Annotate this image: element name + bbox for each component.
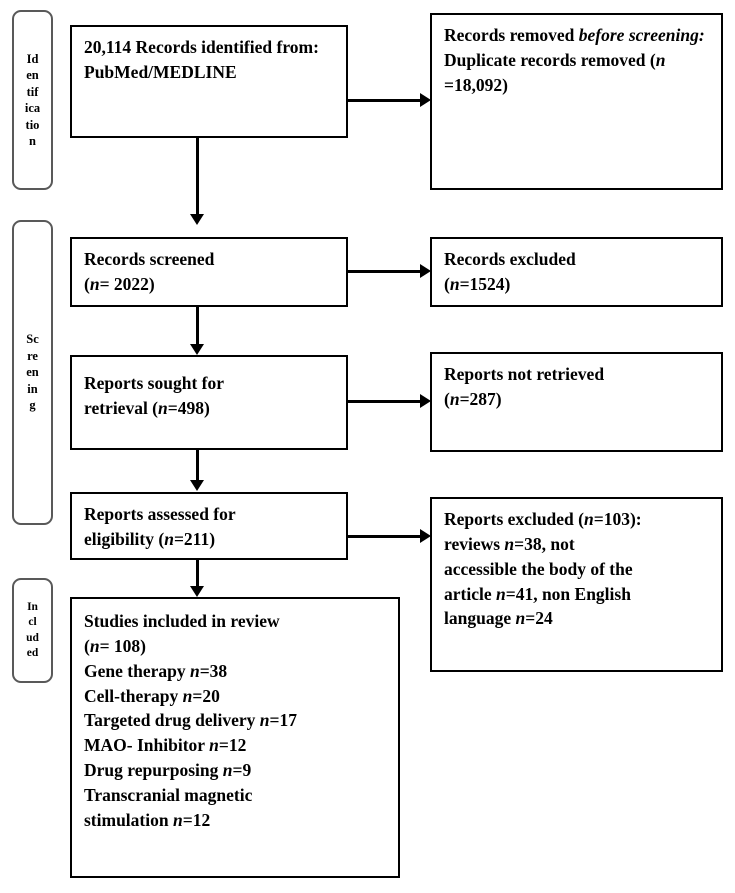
rx-l2-lead: reviews [444, 533, 505, 554]
not-retrieved-n-symbol: n [449, 388, 460, 409]
screened-n-symbol: n [89, 273, 100, 294]
connector-assessed-to-excluded-detail [348, 535, 422, 538]
box-records-excluded-text: Records excluded (n=1524) [432, 239, 721, 297]
box-reports-excluded-detail: Reports excluded (n=103):reviews n=38, n… [430, 497, 723, 672]
box-reports-sought-text: Reports sought for retrieval (n=498) [72, 357, 346, 421]
box-reports-not-retrieved-text: Reports not retrieved (n=287) [432, 354, 721, 412]
studies-line-5-lead: MAO- Inhibitor [84, 735, 210, 756]
sought-lead: Reports sought for retrieval ( [84, 373, 224, 418]
arrowhead-sought-to-not-retrieved [420, 394, 431, 408]
studies-line-1-lead: ( [84, 635, 90, 656]
connector-screened-to-excluded [348, 270, 422, 273]
studies-line-8-n: n [172, 809, 183, 830]
box-records-screened: Records screened (n= 2022) [70, 237, 348, 307]
excluded-lead: Records excluded ( [444, 249, 576, 294]
studies-line-3-n: n [182, 685, 193, 706]
studies-line-0-lead: Studies included in review [84, 611, 280, 631]
arrowhead-assessed-to-excluded-detail [420, 529, 431, 543]
box-reports-sought: Reports sought for retrieval (n=498) [70, 355, 348, 450]
connector-identified-to-screened [196, 138, 199, 216]
studies-line-1-rest: = 108) [99, 635, 146, 656]
removed-n-value: =18,092) [444, 74, 508, 95]
box-studies-included-text: Studies included in review(n= 108)Gene t… [72, 599, 398, 833]
not-retrieved-n-value: =287) [459, 388, 502, 409]
box-records-removed-before-screening: Records removed before screening: Duplic… [430, 13, 723, 190]
box-studies-included: Studies included in review(n= 108)Gene t… [70, 597, 400, 878]
rx-l5-lead: language [444, 608, 516, 629]
studies-line-3-rest: =20 [192, 685, 220, 706]
studies-line-2-lead: Gene therapy [84, 660, 190, 681]
studies-line-1-n: n [89, 635, 100, 656]
studies-line-6-rest: =9 [232, 760, 252, 781]
studies-line-6-n: n [222, 760, 233, 781]
arrowhead-identified-to-screened [190, 214, 204, 225]
removed-lead: Records removed [444, 25, 579, 45]
sought-n-symbol: n [158, 397, 168, 418]
studies-line-5-rest: =12 [218, 735, 247, 756]
studies-line-3-lead: Cell-therapy [84, 685, 183, 706]
studies-line-6-lead: Drug repurposing [84, 760, 223, 781]
rx-l5-rest: =24 [525, 608, 553, 629]
removed-rest: Duplicate records removed ( [444, 49, 656, 70]
connector-sought-to-not-retrieved [348, 400, 422, 403]
studies-line-7-lead: Transcranial magnetic [84, 784, 253, 805]
rx-l2-rest: =38, not [514, 533, 575, 554]
rx-l1-lead: Reports excluded ( [444, 509, 584, 529]
excluded-n-symbol: n [449, 273, 460, 294]
arrowhead-assessed-to-included [190, 586, 204, 597]
box-reports-assessed: Reports assessed for eligibility (n=211) [70, 492, 348, 560]
studies-line-8-rest: =12 [182, 809, 211, 830]
rx-l4-rest: =41, non English [505, 583, 631, 604]
rx-l1-n: n [583, 509, 594, 529]
connector-identified-to-removed [348, 99, 422, 102]
rx-l2-n: n [504, 533, 515, 554]
removed-italic: before screening: [578, 25, 705, 45]
studies-line-4-n: n [259, 710, 270, 731]
arrowhead-sought-to-assessed [190, 480, 204, 491]
studies-line-8-lead: stimulation [84, 809, 173, 830]
studies-line-2-n: n [189, 660, 200, 681]
studies-line-4-rest: =17 [269, 710, 298, 731]
excluded-n-value: =1524) [459, 273, 511, 294]
not-retrieved-lead: Reports not retrieved ( [444, 364, 605, 409]
connector-sought-to-assessed [196, 450, 199, 482]
removed-n-symbol: n [655, 49, 666, 70]
box-records-identified: 20,114 Records identified from: PubMed/M… [70, 25, 348, 138]
box-records-excluded: Records excluded (n=1524) [430, 237, 723, 307]
box-records-screened-text: Records screened (n= 2022) [72, 239, 346, 297]
studies-line-5-n: n [209, 735, 219, 756]
box-reports-not-retrieved: Reports not retrieved (n=287) [430, 352, 723, 452]
box-reports-assessed-text: Reports assessed for eligibility (n=211) [72, 494, 346, 552]
sought-n-value: =498) [167, 397, 210, 418]
rx-l5-n: n [515, 608, 526, 629]
box-records-identified-text: 20,114 Records identified from: PubMed/M… [84, 37, 319, 82]
arrowhead-identified-to-removed [420, 93, 431, 107]
arrowhead-screened-to-excluded [420, 264, 431, 278]
connector-assessed-to-included [196, 560, 199, 588]
assessed-n-value: =211) [173, 528, 216, 549]
box-reports-excluded-detail-text: Reports excluded (n=103):reviews n=38, n… [432, 499, 721, 631]
assessed-n-symbol: n [164, 528, 174, 549]
connector-screened-to-sought [196, 307, 199, 347]
rx-l1-rest: =103): [593, 509, 642, 529]
studies-line-2-rest: =38 [199, 660, 228, 681]
assessed-lead: Reports assessed for eligibility ( [84, 504, 236, 549]
rx-l3: accessible the body of the [444, 558, 633, 579]
arrowhead-screened-to-sought [190, 344, 204, 355]
screened-lead: Records screened ( [84, 249, 215, 294]
studies-line-4-lead: Targeted drug delivery [84, 710, 260, 731]
box-records-removed-text: Records removed before screening: Duplic… [432, 15, 721, 98]
rx-l4-lead: article [444, 583, 496, 604]
rx-l4-n: n [495, 583, 506, 604]
screened-n-value: = 2022) [99, 273, 155, 294]
